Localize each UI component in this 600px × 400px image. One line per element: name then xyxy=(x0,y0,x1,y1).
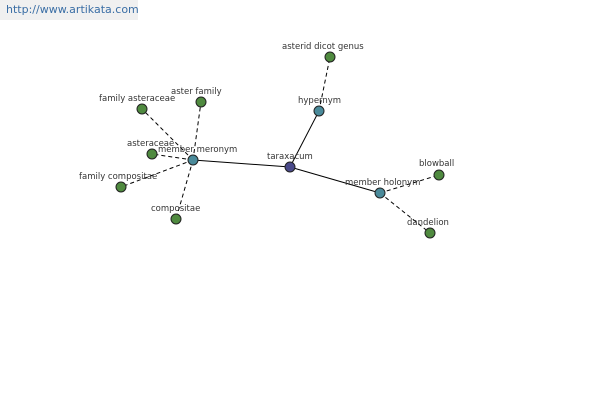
node-label-dandelion[interactable]: dandelion xyxy=(407,218,449,228)
edge-taraxacum-to-hypernym xyxy=(289,110,320,168)
graph-edges xyxy=(120,56,440,234)
edge-member-meronym-to-aster-family xyxy=(192,101,202,161)
edge-member-meronym-to-family-compositae xyxy=(120,159,194,188)
node-label-blowball[interactable]: blowball xyxy=(419,159,454,169)
node-family-asteraceae[interactable] xyxy=(136,103,148,115)
node-blowball[interactable] xyxy=(433,169,445,181)
node-label-member-meronym[interactable]: member meronym xyxy=(158,145,237,155)
node-member-meronym[interactable] xyxy=(187,154,199,166)
edge-member-holonym-to-dandelion xyxy=(379,192,431,234)
node-family-compositae[interactable] xyxy=(115,181,127,193)
node-label-family-compositae[interactable]: family compositae xyxy=(79,172,157,182)
edge-member-meronym-to-family-asteraceae xyxy=(141,108,194,161)
site-url-link[interactable]: http://www.artikata.com xyxy=(6,3,139,16)
edge-taraxacum-to-member-holonym xyxy=(289,166,381,194)
graph-nodes xyxy=(115,51,445,239)
edge-member-meronym-to-compositae xyxy=(175,159,194,220)
node-hypernym[interactable] xyxy=(313,105,325,117)
edge-member-holonym-to-blowball xyxy=(379,174,440,194)
node-label-hypernym[interactable]: hypernym xyxy=(298,96,341,106)
node-asteraceae[interactable] xyxy=(146,148,158,160)
node-label-asteraceae[interactable]: asteraceae xyxy=(127,139,174,149)
node-label-family-asteraceae[interactable]: family asteraceae xyxy=(99,94,175,104)
node-label-aster-family[interactable]: aster family xyxy=(171,87,222,97)
site-banner: http://www.artikata.com xyxy=(0,0,139,20)
node-aster-family[interactable] xyxy=(195,96,207,108)
node-label-compositae[interactable]: compositae xyxy=(151,204,200,214)
node-label-taraxacum[interactable]: taraxacum xyxy=(267,152,313,162)
node-compositae[interactable] xyxy=(170,213,182,225)
edge-hypernym-to-asterid-dicot-genus xyxy=(318,56,331,112)
node-dandelion[interactable] xyxy=(424,227,436,239)
graph-labels: taraxacum member meronym hypernym member ho… xyxy=(79,42,454,228)
node-taraxacum[interactable] xyxy=(284,161,296,173)
node-member-holonym[interactable] xyxy=(374,187,386,199)
node-label-member-holonym[interactable]: member holonym xyxy=(345,178,420,188)
edge-taraxacum-to-member-meronym xyxy=(192,159,291,168)
node-asterid-dicot-genus[interactable] xyxy=(324,51,336,63)
node-label-asterid-dicot-genus[interactable]: asterid dicot genus xyxy=(282,42,364,52)
